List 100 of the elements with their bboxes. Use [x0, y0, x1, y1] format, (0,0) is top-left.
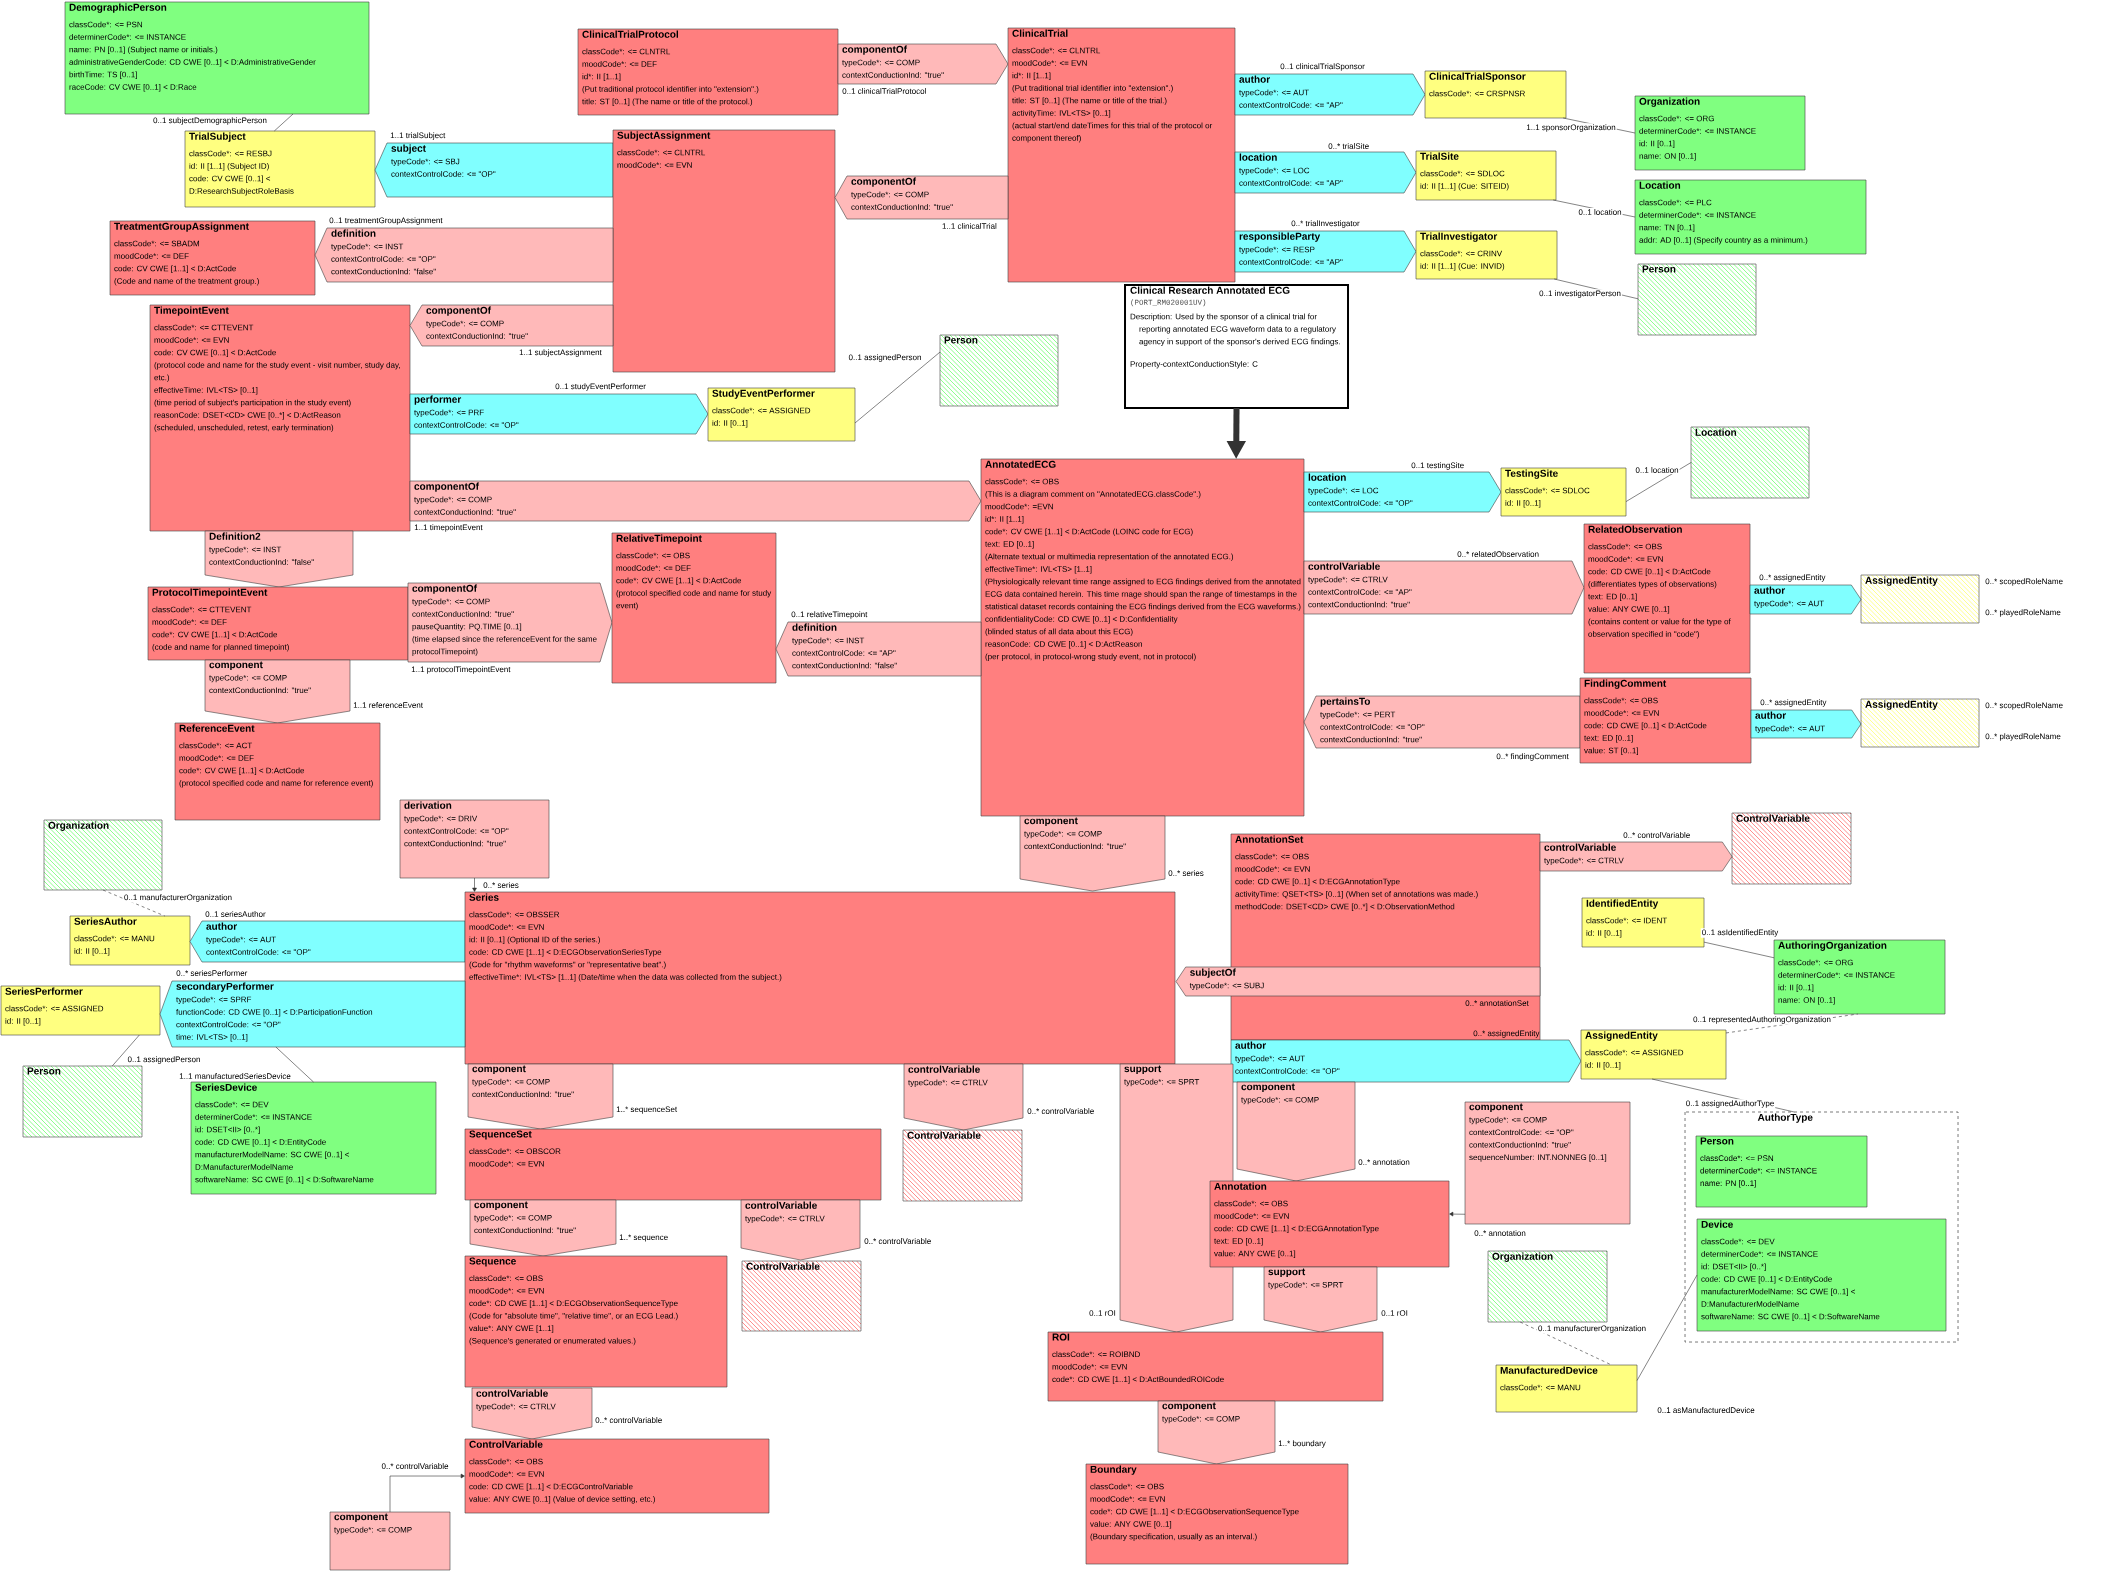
connector-line — [111, 1034, 140, 1067]
association-box: responsibleParty typeCode*: <= RESP contextControlCode: <= "AP" — [1234, 230, 1417, 273]
edge-label: 0..1 manufacturerOrganization — [1537, 1324, 1648, 1334]
reference-box: ControlVariable — [741, 1260, 862, 1332]
multiplicity-label: 0..1 clinicalTrialSponsor — [1280, 63, 1365, 71]
association-box: Definition2 typeCode*: <= INST contextConductionInd: "false" — [204, 530, 354, 588]
association-box: secondaryPerformer typeCode*: <= SPRF functionCode: CD CWE [0..1] < D:ParticipationFunction contextControlCode: <= "OP" time: IVL<TS> [0..1] — [159, 980, 466, 1048]
class-box: ManufacturedDevice classCode*: <= MANU — [1495, 1364, 1638, 1413]
association-box: component typeCode*: <= COMP contextConductionInd: "true" — [1019, 815, 1166, 892]
reference-box: AssignedEntity — [1860, 574, 1980, 624]
association-box: componentOf typeCode*: <= COMP contextConductionInd: "true" pauseQuantity: PQ.TIME [0..1] (time elapsed since the referenceEvent for the same protocolTimepoint) — [407, 582, 613, 663]
multiplicity-label: 0..* scopedRoleName — [1985, 578, 2063, 586]
class-box: Location classCode*: <= PLC determinerCode*: <= INSTANCE name: TN [0..1] addr: AD [0..1] (Specify country as a minimum.) — [1634, 179, 1867, 255]
class-box: TimepointEvent classCode*: <= CTTEVENT moodCode*: <= EVN code: CV CWE [0..1] < D:ActCode (protocol code and name for the study event - visit number, study day, etc.) effectiveTime: IVL<TS> [0..1] (time period of subject's participation in the study event) reasonCode: DSET<CD> CWE [0..*] < D:ActReason (scheduled, unscheduled, retest, early termination) — [149, 304, 411, 532]
multiplicity-label: 0..* controlVariable — [595, 1417, 662, 1423]
class-box: Person classCode*: <= PSN determinerCode*: <= INSTANCE name: PN [0..1] — [1695, 1135, 1868, 1208]
arrow — [1449, 1211, 1466, 1217]
class-box: ReferenceEvent classCode*: <= ACT moodCode*: <= DEF code*: CV CWE [1..1] < D:ActCode (protocol specified code and name for reference event) — [174, 722, 381, 821]
edge-label: 0..1 assignedPerson — [847, 353, 923, 363]
edge-label: 0..1 assignedAuthorType — [1684, 1099, 1776, 1109]
multiplicity-label: 0..* scopedRoleName — [1985, 702, 2063, 710]
association-box: subject typeCode*: <= SBJ contextControlCode: <= "OP" — [374, 142, 614, 198]
association-box: component typeCode*: <= COMP — [1236, 1081, 1356, 1182]
multiplicity-label: 0..* controlVariable — [1623, 832, 1690, 838]
association-box: controlVariable typeCode*: <= CTRLV — [740, 1199, 861, 1261]
connector-line — [854, 351, 941, 424]
association-box: component typeCode*: <= COMP contextControlCode: <= "OP" contextConductionInd: "true" sequenceNumber: INT.NONNEG [0..1] — [1464, 1101, 1631, 1225]
edge-label: 0..* series — [482, 881, 520, 889]
multiplicity-label: 0..* seriesPerformer — [176, 970, 248, 976]
association-box: controlVariable typeCode*: <= CTRLV — [903, 1063, 1024, 1131]
multiplicity-label: 1..1 protocolTimepointEvent — [411, 666, 511, 674]
association-box: component typeCode*: <= COMP — [329, 1511, 451, 1571]
class-box: SeriesPerformer classCode*: <= ASSIGNED id: II [0..1] — [0, 985, 161, 1036]
arrow — [389, 1473, 465, 1513]
class-box: AssignedEntity classCode*: <= ASSIGNED id: II [0..1] — [1580, 1029, 1727, 1080]
multiplicity-label: 0..* controlVariable — [864, 1238, 931, 1244]
class-box: TrialInvestigator classCode*: <= CRINV id: II [1..1] (Cue: INVID) — [1415, 230, 1558, 280]
multiplicity-label: 0..* assignedEntity — [1760, 699, 1827, 707]
connector-line — [1703, 941, 1775, 959]
class-box: Series classCode*: <= OBSSER moodCode*: <= EVN id: II [0..1] (Optional ID of the series.) code: CD CWE [1..1] < D:ECGObservationSeriesType (Code for "rhythm waveforms" or "representative beat".) effectiveTime*: IVL<TS> [1..1] (Date/time when the data was collected from the subject.) — [464, 891, 1176, 1065]
multiplicity-label: 1..* boundary — [1278, 1440, 1326, 1448]
association-box: componentOf typeCode*: <= COMP contextConductionInd: "true" — [409, 480, 982, 522]
multiplicity-label: 1..* sequenceSet — [616, 1106, 678, 1114]
class-box: ProtocolTimepointEvent classCode*: <= CTTEVENT moodCode*: <= DEF code*: CV CWE [1..1] < D:ActCode (code and name for planned timepoint) — [147, 586, 409, 661]
association-box: componentOf typeCode*: <= COMP contextConductionInd: "true" — [834, 175, 1009, 220]
multiplicity-label: 0..1 seriesAuthor — [205, 911, 266, 917]
class-box: FindingComment classCode*: <= OBS moodCode*: <= EVN code: CD CWE [0..1] < D:ActCode text: ED [0..1] value: ST [0..1] — [1579, 677, 1752, 764]
association-box: component typeCode*: <= COMP — [1157, 1400, 1276, 1465]
class-box: SubjectAssignment classCode*: <= CLNTRL moodCode*: <= EVN — [612, 129, 836, 373]
association-box: derivation typeCode*: <= DRIV contextControlCode: <= "OP" contextConductionInd: "true" — [399, 799, 550, 879]
association-box: component typeCode*: <= COMP contextConductionInd: "true" — [469, 1199, 617, 1257]
association-box: author typeCode*: <= AUT contextControlCode: <= "OP" — [1230, 1039, 1582, 1083]
edge-label: 0..1 investigatorPerson — [1538, 289, 1622, 299]
multiplicity-label: 0..1 testingSite — [1411, 462, 1464, 470]
class-box: Device classCode*: <= DEV determinerCode*: <= INSTANCE id: DSET<II> [0..*] code: CD CWE [0..1] < D:EntityCode manufacturerModelName: SC CWE [0..1] < D:ManufacturerModelName softwareName: SC CWE [0..1] < D:SoftwareName — [1696, 1218, 1947, 1332]
multiplicity-label: 1..1 timepointEvent — [414, 524, 483, 532]
connector-line — [1636, 1274, 1698, 1381]
class-box: SeriesDevice classCode*: <= DEV determinerCode*: <= INSTANCE id: DSET<II> [0..*] code: CD CWE [0..1] < D:EntityCode manufacturerModelName: SC CWE [0..1] < D:ManufacturerModelName softwareName: SC CWE [0..1] < D:SoftwareName — [190, 1081, 437, 1195]
class-box: AnnotatedECG classCode*: <= OBS (This is a diagram comment on "AnnotatedECG.classCode".) moodCode*: =EVN id*: II [1..1] code*: CV CWE [1..1] < D:ActCode (LOINC code for ECG) text: ED [0..1] (Alternate textual or multimedia representation of the annotated ECG.) effectiveTime*: IVL<TS> [1..1] (Physiologically relevant time range assigned to ECG findings derived from the annotated ECG data contained herein. This time rnage should span the range of timestamps in the statistical dataset records containing the ECG findings derived from the ECG waveforms.) confidentialityCode: CD CWE [0..1] < D:Confidentiality (blinded status of all data about this ECG) reasonCode: CD CWE [0..1] < D:ActReason (per protocol, in protocol-wrong study event, not in protocol) — [980, 458, 1305, 817]
reference-box: Organization — [43, 819, 163, 891]
edge-label: 0..* controlVariable — [380, 1462, 450, 1470]
class-box: DemographicPerson classCode*: <= PSN determinerCode*: <= INSTANCE name: PN [0..1] (Subject name or initials.) administrativeGenderCode: CD CWE [0..1] < D:AdministrativeGender birthTime: TS [0..1] raceCode: CV CWE [0..1] < D:Race — [64, 1, 370, 115]
reference-box: ControlVariable — [1731, 812, 1852, 885]
association-box: author typeCode*: <= AUT contextControlCode: <= "OP" — [189, 920, 466, 963]
class-box: SeriesAuthor classCode*: <= MANU id: II [0..1] — [69, 915, 191, 966]
arrow — [472, 877, 477, 892]
edge-label: 0..1 asManufacturedDevice — [1656, 1406, 1756, 1414]
edge-label: 0..1 subjectDemographicPerson — [152, 116, 268, 126]
multiplicity-label: 0..* relatedObservation — [1457, 551, 1539, 557]
class-box: ControlVariable classCode*: <= OBS moodCode*: <= EVN code: CD CWE [1..1] < D:ECGControlVariable value: ANY CWE [0..1] (Value of device setting, etc.) — [464, 1438, 770, 1514]
reference-box: Organization — [1487, 1250, 1608, 1323]
edge-label: 0..1 location — [1634, 466, 1680, 474]
multiplicity-label: 0..1 treatmentGroupAssignment — [329, 217, 443, 225]
class-box: StudyEventPerformer classCode*: <= ASSIGNED id: II [0..1] — [707, 387, 856, 442]
connector-line — [1625, 462, 1692, 502]
class-box: Annotation classCode*: <= OBS moodCode*: <= EVN code: CD CWE [1..1] < D:ECGAnnotationType text: ED [0..1] value: ANY CWE [0..1] — [1209, 1180, 1450, 1268]
multiplicity-label: 0..1 studyEventPerformer — [555, 383, 646, 391]
edge-label: 1..1 sponsorOrganization — [1525, 123, 1617, 133]
multiplicity-label: 0..* trialSite — [1328, 143, 1369, 149]
association-box: author typeCode*: <= AUT — [1749, 584, 1862, 615]
association-box: componentOf typeCode*: <= COMP contextConductionInd: "true" — [837, 43, 1009, 85]
multiplicity-label: 0..* trialInvestigator — [1291, 220, 1360, 228]
multiplicity-label: 0..1 relativeTimepoint — [791, 611, 868, 619]
reference-box: AssignedEntity — [1860, 698, 1980, 748]
edge-label: 0..1 asIdentifiedEntity — [1700, 928, 1780, 938]
edge-label: 0..* annotation — [1473, 1229, 1527, 1237]
multiplicity-label: 0..* controlVariable — [1027, 1108, 1094, 1114]
association-box: definition typeCode*: <= INST contextControlCode: <= "OP" contextConductionInd: "false" — [314, 227, 614, 283]
multiplicity-label: 1..* sequence — [619, 1234, 668, 1242]
reference-box: Location — [1690, 426, 1810, 499]
association-box: definition typeCode*: <= INST contextControlCode: <= "AP" contextConductionInd: "false" — [775, 621, 982, 677]
multiplicity-label: 0..* playedRoleName — [1985, 609, 2061, 617]
class-box: TestingSite classCode*: <= SDLOC id: II [0..1] — [1500, 467, 1627, 517]
class-box: AuthoringOrganization classCode*: <= ORG determinerCode*: <= INSTANCE id: II [0..1] name: ON [0..1] — [1773, 939, 1946, 1015]
association-box: component typeCode*: <= COMP contextConductionInd: "true" — [467, 1063, 614, 1130]
association-box: location typeCode*: <= LOC contextControlCode: <= "AP" — [1234, 151, 1417, 194]
class-box: ClinicalTrialSponsor classCode*: <= CRSPNSR — [1424, 70, 1567, 119]
association-box: location typeCode*: <= LOC contextControlCode: <= "OP" — [1303, 471, 1502, 513]
multiplicity-label: 0..* assignedEntity — [1473, 1030, 1540, 1038]
class-box: Organization classCode*: <= ORG determinerCode*: <= INSTANCE id: II [0..1] name: ON [0..1] — [1634, 95, 1806, 171]
